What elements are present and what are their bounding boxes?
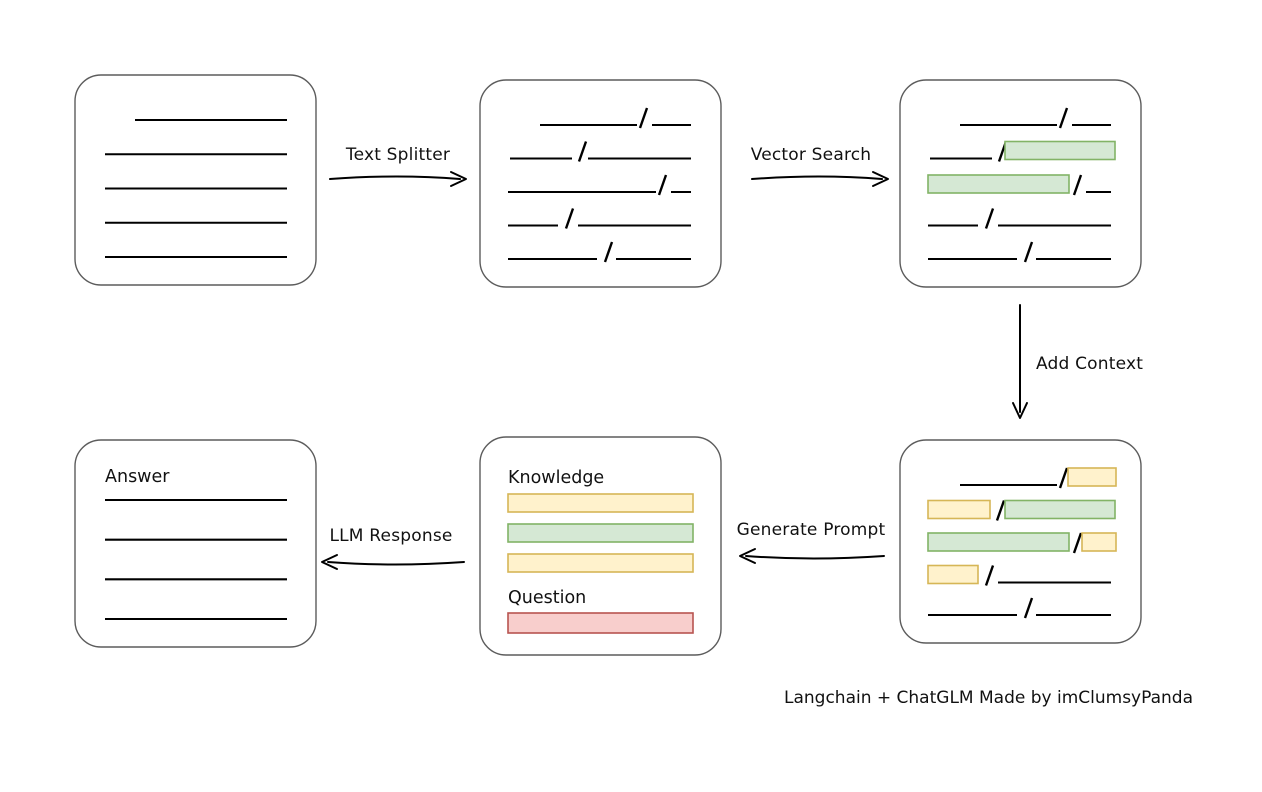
- card-source-document[interactable]: [74, 74, 317, 286]
- slash-separator: [1072, 532, 1083, 554]
- slash-separator: [577, 141, 588, 162]
- text-line: [927, 532, 1117, 554]
- node-context-added-chunks[interactable]: [899, 439, 1142, 644]
- text-line: [510, 141, 691, 162]
- bar-red[interactable]: [507, 612, 694, 634]
- text-line: [508, 241, 691, 263]
- arrowhead-right-icon: [872, 171, 889, 187]
- diagram-caption: Langchain + ChatGLM Made by imClumsyPand…: [784, 688, 1193, 708]
- edge-vector-search[interactable]: Vector Search: [751, 145, 889, 187]
- text-line: [928, 597, 1111, 619]
- edge-add-context[interactable]: Add Context: [1012, 304, 1143, 419]
- edge-label-vector-search: Vector Search: [751, 145, 872, 165]
- highlight-chip-green[interactable]: [927, 174, 1070, 194]
- edge-generate-prompt[interactable]: Generate Prompt: [737, 520, 886, 564]
- bar-yellow[interactable]: [507, 553, 694, 573]
- text-line: [928, 241, 1111, 263]
- highlight-chip-green[interactable]: [1004, 140, 1116, 161]
- text-line: [508, 208, 691, 229]
- highlight-chip-green[interactable]: [1004, 499, 1116, 520]
- card-answer[interactable]: [74, 439, 317, 648]
- arrowhead-right-icon: [450, 171, 467, 187]
- slash-separator: [995, 500, 1006, 521]
- slash-separator: [1058, 467, 1069, 489]
- slash-separator: [984, 208, 995, 229]
- slash-separator: [638, 107, 649, 129]
- heading-prompt-1: Question: [508, 588, 586, 608]
- highlight-chip-yellow[interactable]: [927, 564, 979, 585]
- card-split-chunks[interactable]: [479, 79, 722, 288]
- text-line: [927, 174, 1111, 196]
- text-line: [927, 499, 1116, 521]
- slash-separator: [564, 208, 575, 229]
- edge-label-llm-response: LLM Response: [329, 526, 452, 546]
- bar-green[interactable]: [507, 523, 694, 543]
- text-line: [928, 208, 1111, 229]
- text-line: [930, 140, 1116, 162]
- edge-line: [745, 555, 885, 560]
- edge-text-splitter[interactable]: Text Splitter: [329, 145, 467, 187]
- card-prompt[interactable]: [479, 436, 722, 656]
- slash-separator: [1023, 241, 1034, 263]
- text-line: [960, 107, 1111, 129]
- node-vector-matched-chunks[interactable]: [899, 79, 1142, 288]
- text-line: [540, 107, 691, 129]
- edge-label-add-context: Add Context: [1036, 354, 1143, 374]
- arrowhead-left-icon: [321, 554, 338, 570]
- edge-llm-response[interactable]: LLM Response: [321, 526, 465, 570]
- edge-label-generate-prompt: Generate Prompt: [737, 520, 886, 540]
- node-split-chunks[interactable]: [479, 79, 722, 288]
- bar-yellow[interactable]: [507, 493, 694, 513]
- highlight-chip-yellow[interactable]: [1067, 467, 1117, 487]
- edge-label-text-splitter: Text Splitter: [345, 145, 450, 165]
- heading-prompt-0: Knowledge: [508, 468, 604, 488]
- text-line: [508, 174, 691, 196]
- heading-answer-0: Answer: [105, 467, 170, 487]
- text-line: [960, 467, 1117, 489]
- slash-separator: [1023, 597, 1034, 619]
- arrowhead-left-icon: [739, 548, 756, 564]
- highlight-chip-yellow[interactable]: [927, 499, 991, 520]
- edge-line: [751, 175, 883, 180]
- slash-separator: [603, 241, 614, 263]
- text-line: [927, 564, 1111, 586]
- slash-separator: [984, 565, 995, 586]
- edge-line: [327, 561, 465, 566]
- node-source-document[interactable]: [74, 74, 317, 286]
- highlight-chip-green[interactable]: [927, 532, 1070, 552]
- slash-separator: [657, 174, 668, 196]
- node-answer[interactable]: Answer: [74, 439, 317, 648]
- highlight-chip-yellow[interactable]: [1081, 532, 1117, 552]
- slash-separator: [1058, 107, 1069, 129]
- arrowhead-down-icon: [1012, 402, 1028, 419]
- edge-line: [329, 175, 461, 180]
- slash-separator: [1072, 174, 1083, 196]
